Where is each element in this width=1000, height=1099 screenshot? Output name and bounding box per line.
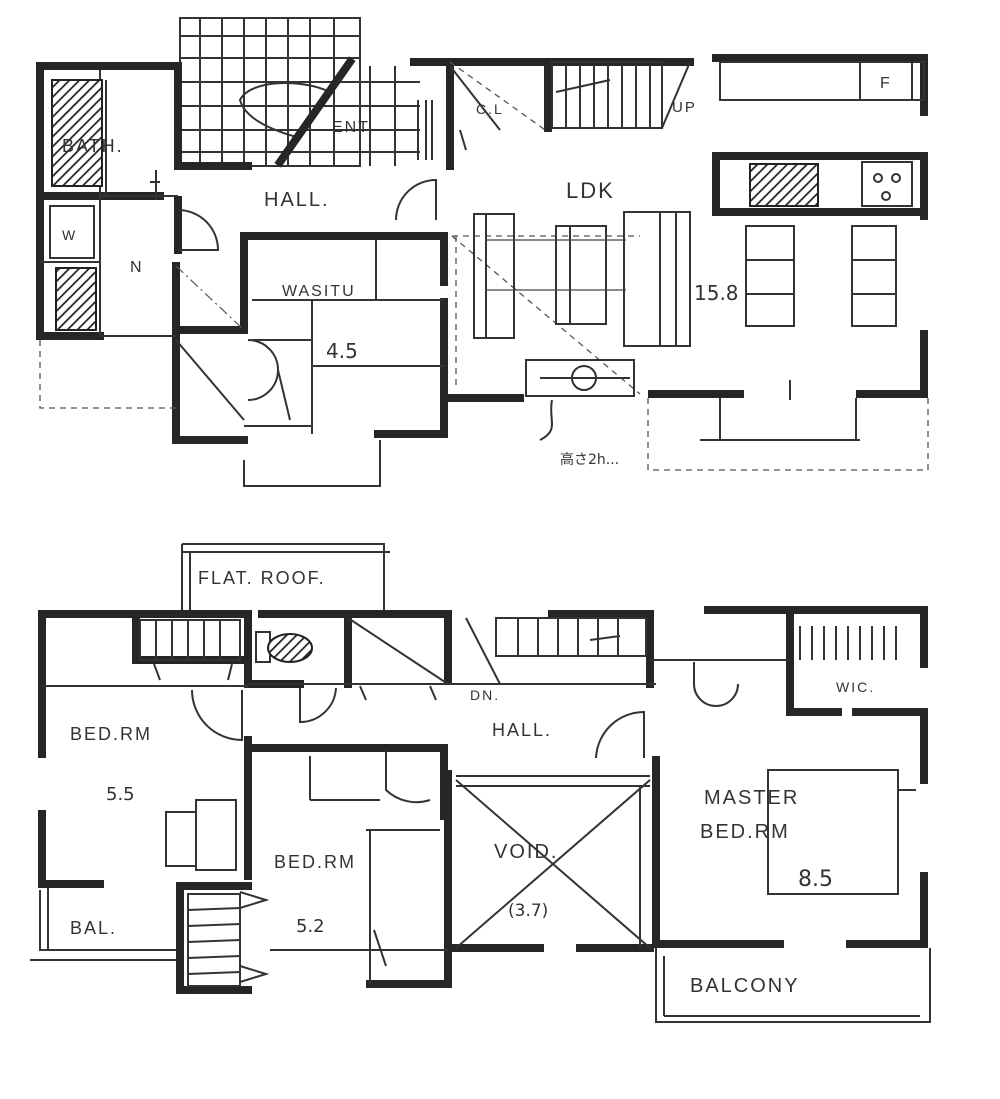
fridge-label: F xyxy=(880,75,892,92)
room-label-ldk: LDK xyxy=(566,178,615,203)
room-label-washer: W xyxy=(62,227,77,243)
bathtub-icon xyxy=(51,79,103,187)
ground-floor-labels: BATH. W N HALL. ENT. C.L UP F LDK 15.8 W… xyxy=(62,75,892,468)
room-label-void: VOID. xyxy=(494,841,558,863)
room-label-wic: WIC. xyxy=(836,679,875,695)
room-label-washitsu: WASITU xyxy=(282,283,356,300)
kitchen-fixtures xyxy=(712,61,928,327)
upper-stairs xyxy=(139,617,647,987)
toilet-icon xyxy=(255,631,313,663)
room-label-hall: HALL. xyxy=(264,189,330,211)
room-label-bal-small: BAL. xyxy=(70,918,117,938)
room-area-washitsu: 4.5 xyxy=(326,339,358,363)
fridge-icon xyxy=(859,61,913,101)
upper-floor-plan: FLAT. ROOF. BED.RM 5.5 BAL. DN. HALL. BE… xyxy=(30,543,931,1023)
ground-doors xyxy=(150,129,467,421)
room-label-bed2: BED.RM xyxy=(274,852,356,872)
upper-doors xyxy=(153,662,739,983)
room-label-bath: BATH. xyxy=(62,136,124,156)
upper-floor-details xyxy=(30,617,931,1023)
ground-floor-plan: BATH. W N HALL. ENT. C.L UP F LDK 15.8 W… xyxy=(36,17,929,487)
room-area-master: 8.5 xyxy=(798,867,833,892)
stove-icon xyxy=(749,163,819,207)
sink-icon xyxy=(861,161,913,207)
room-area-void: (3.7) xyxy=(508,901,548,921)
washer-icon xyxy=(55,267,97,331)
ground-floor-details xyxy=(39,61,929,487)
room-label-cloak: C.L xyxy=(476,101,504,117)
room-area-ldk: 15.8 xyxy=(694,281,739,305)
room-label-master-sub: BED.RM xyxy=(700,821,790,843)
room-label-balcony: BALCONY xyxy=(690,975,800,997)
room-area-bed1: 5.5 xyxy=(106,784,135,805)
upper-floor-labels: FLAT. ROOF. BED.RM 5.5 BAL. DN. HALL. BE… xyxy=(70,568,875,997)
stair-label-down: DN. xyxy=(470,687,500,703)
living-furniture xyxy=(473,211,691,441)
wic-closet-rail xyxy=(799,626,897,660)
room-label-closet: N xyxy=(130,259,144,276)
room-area-bed2: 5.2 xyxy=(296,916,325,937)
room-label-flat-roof: FLAT. ROOF. xyxy=(198,568,326,588)
entrance-porch-tiles xyxy=(179,17,433,168)
room-label-upper-hall: HALL. xyxy=(492,720,552,740)
bathroom-fixtures xyxy=(49,79,107,331)
stair-label-up: UP xyxy=(672,99,697,116)
room-label-bed1: BED.RM xyxy=(70,724,152,744)
room-label-entry: ENT. xyxy=(332,119,375,136)
ground-stairs xyxy=(551,61,691,129)
flat-roof xyxy=(181,543,390,610)
room-label-master: MASTER xyxy=(704,787,799,809)
height-note: 高さ2h... xyxy=(560,451,619,468)
